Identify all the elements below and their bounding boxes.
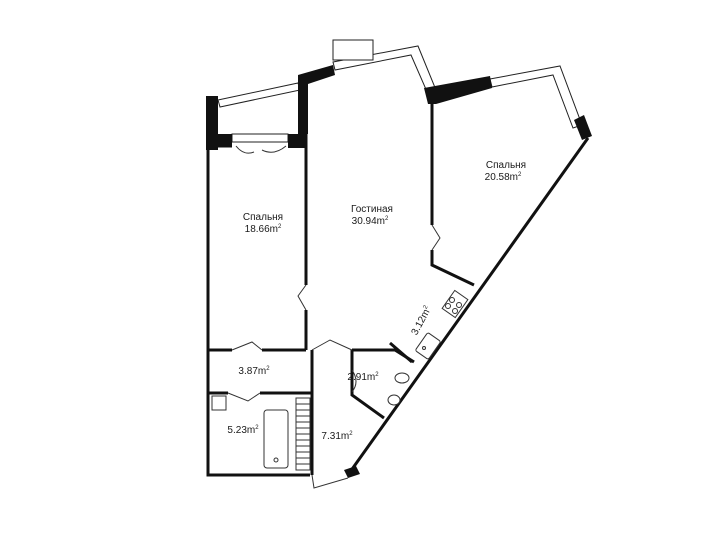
bathtub-drain — [273, 457, 279, 463]
window-bedroom-left — [231, 133, 289, 143]
sink-drain — [422, 346, 426, 350]
door-hall — [311, 339, 353, 351]
room-area-bedroom-right: 20.58m2 — [485, 172, 522, 183]
wall-kitchen-niche — [389, 341, 413, 364]
stove — [441, 289, 469, 319]
wall-outer-left — [206, 146, 310, 477]
door-bedroom-right — [431, 224, 441, 251]
room-area-hall: 7.31m2 — [321, 431, 353, 442]
wall-toilet-left — [350, 350, 385, 420]
closet-box — [211, 395, 227, 411]
window-left-balcony — [217, 82, 301, 108]
room-area-toilet: 2.91m2 — [347, 372, 379, 383]
walls — [206, 84, 590, 477]
fixtures — [263, 289, 469, 471]
door-bedroom-left-window — [235, 145, 255, 154]
door-bedroom-left-window-2 — [261, 145, 287, 153]
kitchen-sink — [415, 332, 441, 360]
room-name-living: Гостиная — [351, 204, 393, 215]
room-area-bathroom: 5.23m2 — [227, 425, 259, 436]
door-bedroom-left — [297, 284, 307, 311]
shelf-rack — [295, 397, 311, 471]
door-corridor-bottom — [227, 392, 261, 402]
bathtub — [263, 409, 289, 469]
room-area-kitchen: 3.12m2 — [410, 304, 435, 337]
room-area-living: 30.94m2 — [352, 216, 389, 227]
room-name-bedroom-right: Спальня — [486, 160, 526, 171]
wall-block-living-left — [298, 65, 335, 134]
toilet-bowl-2 — [387, 394, 401, 406]
room-labels: Спальня 18.66m2 Гостиная 30.94m2 Спальня… — [227, 160, 526, 442]
wall-block-left — [206, 96, 218, 150]
window-living-bay — [332, 39, 374, 61]
toilet-bowl — [394, 372, 410, 384]
wall-block-top-left — [218, 134, 232, 146]
door-entrance — [311, 474, 349, 489]
room-area-corridor: 3.87m2 — [238, 366, 270, 377]
wall-outer-diagonal — [348, 137, 590, 473]
doors — [227, 145, 441, 489]
window-bedroom-right — [489, 65, 583, 129]
door-toilet — [351, 369, 357, 393]
room-name-bedroom-left: Спальня — [243, 212, 283, 223]
windows — [217, 39, 583, 143]
wall-block-right-corner — [574, 115, 592, 140]
room-area-bedroom-left: 18.66m2 — [245, 224, 282, 235]
door-corridor-top — [231, 341, 263, 351]
wall-block-bottom — [344, 466, 360, 478]
wall-partition-right-lower — [430, 250, 475, 287]
wall-block-living-right — [424, 76, 492, 104]
